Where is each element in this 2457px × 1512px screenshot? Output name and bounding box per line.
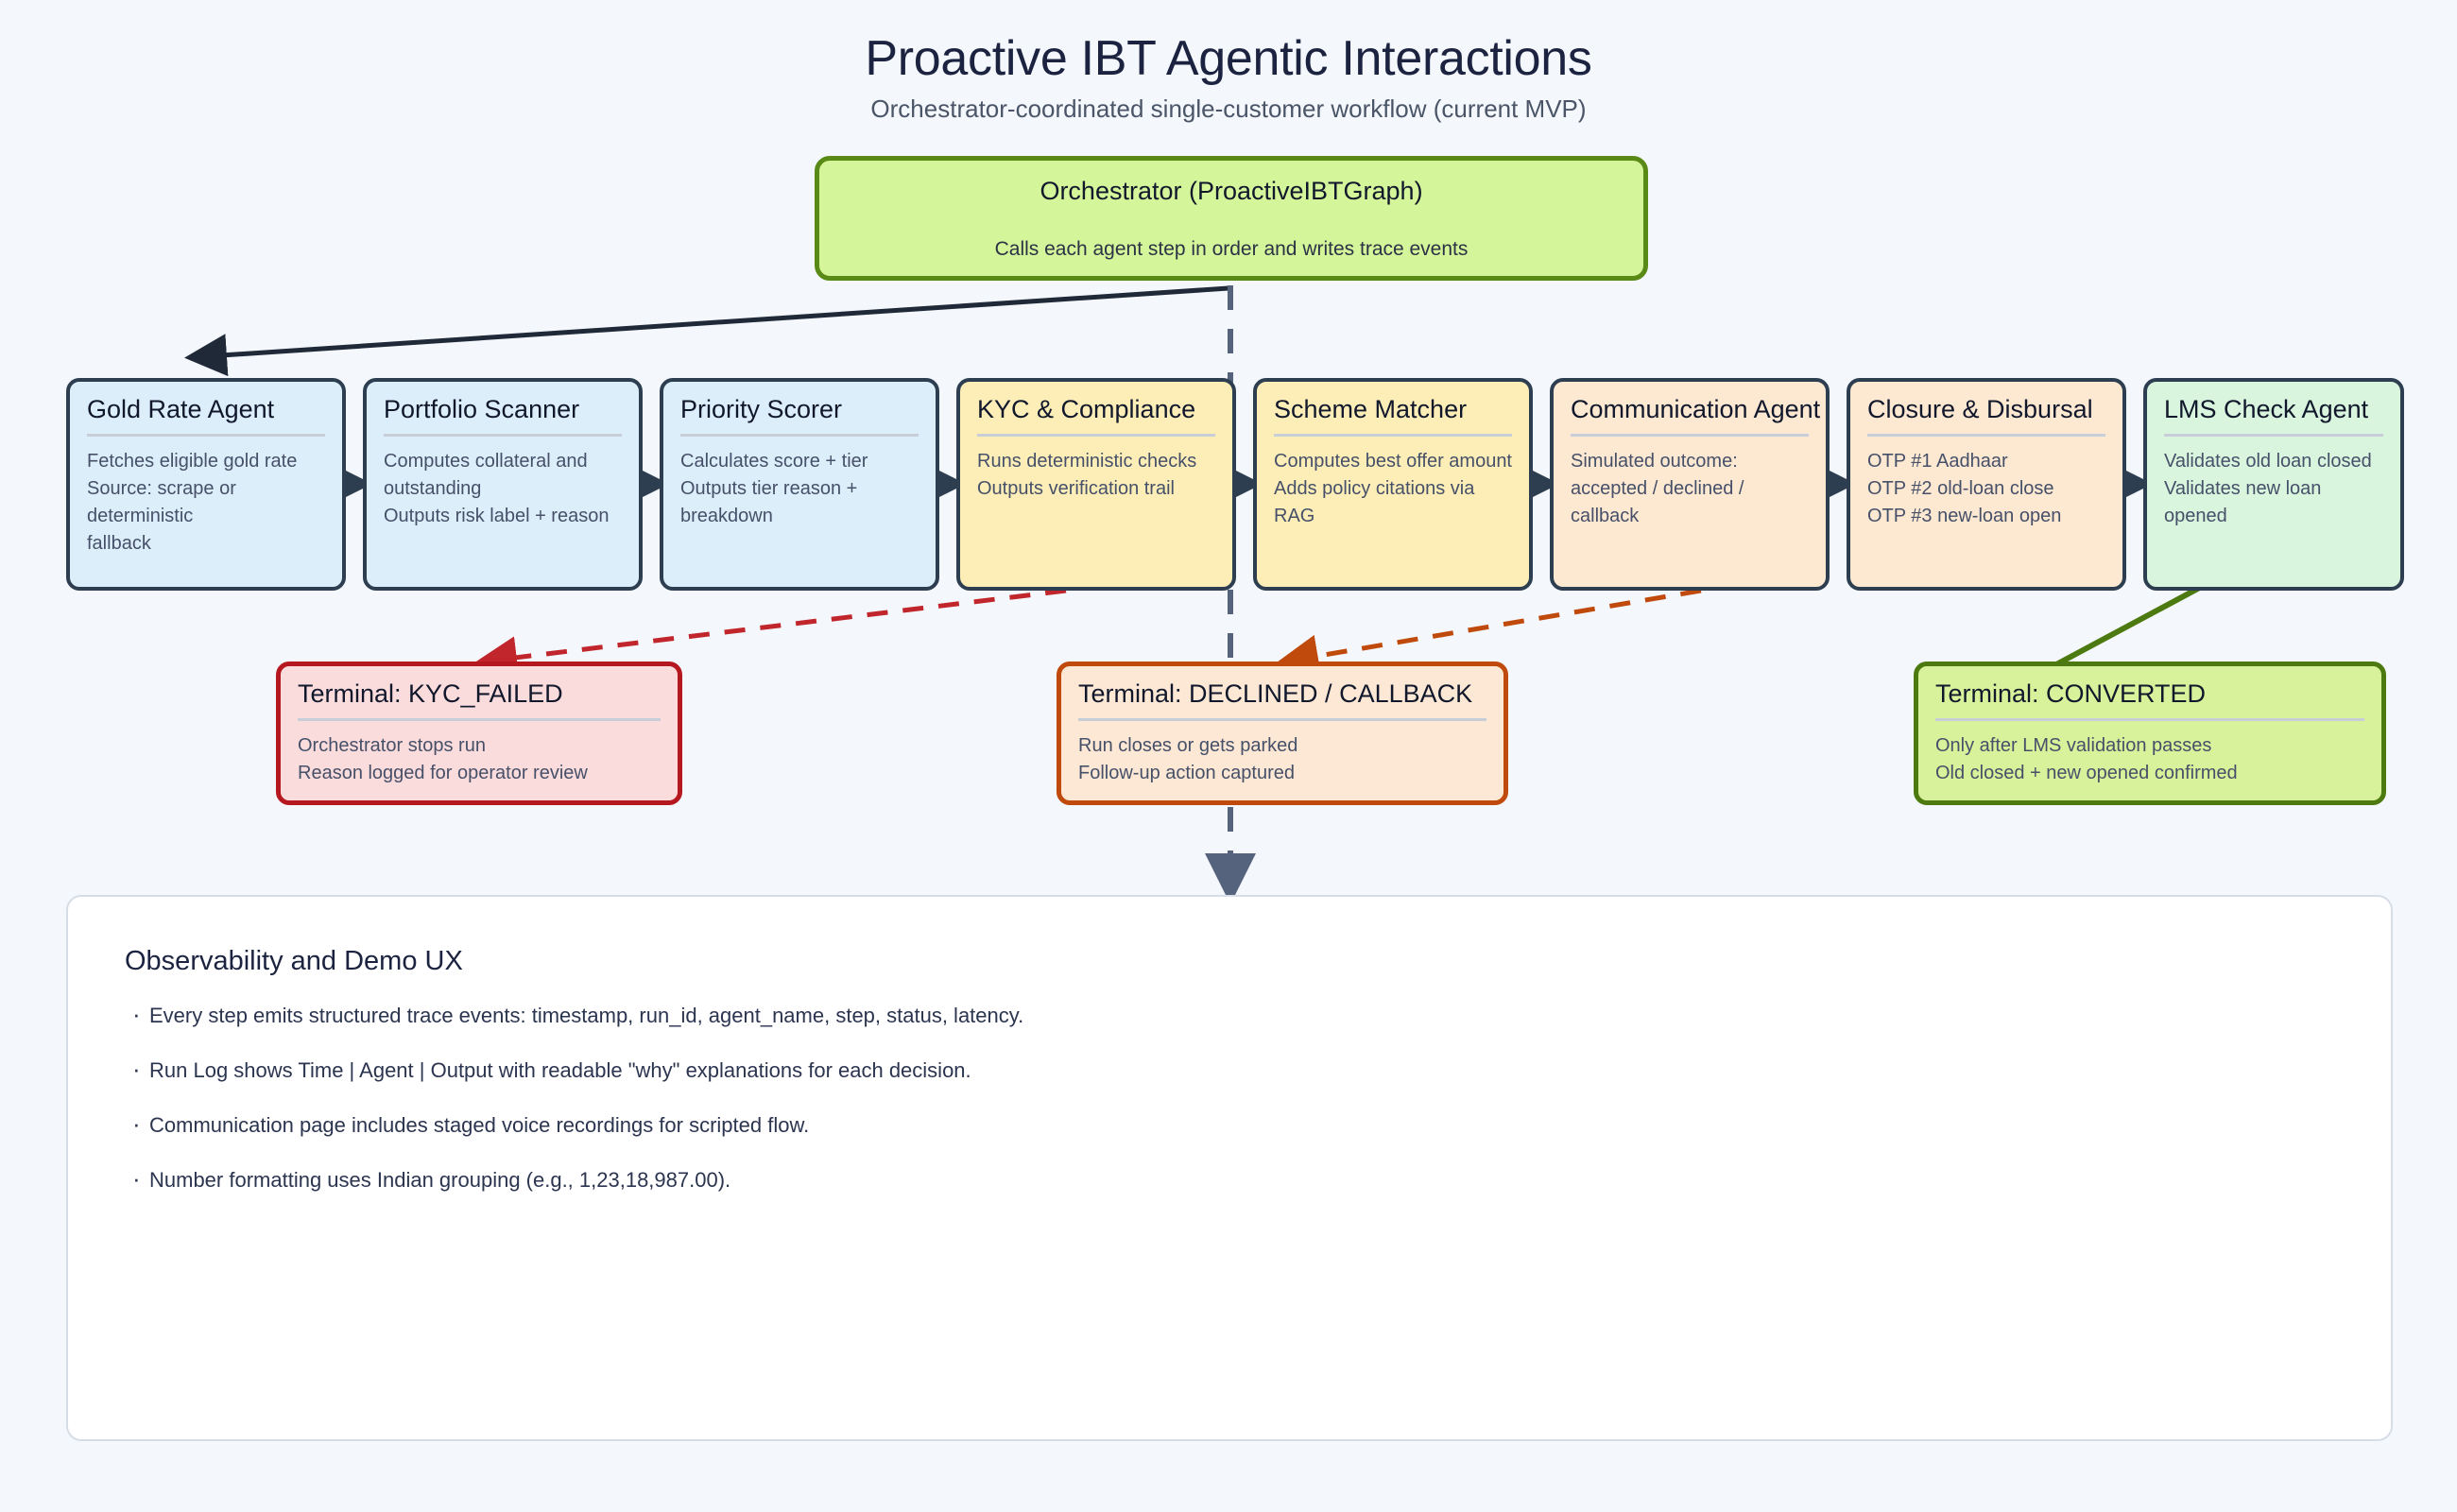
agent-line: Source: scrape or deterministic — [87, 477, 236, 526]
agent-line: Fetches eligible gold rate — [87, 450, 298, 472]
agent-line: Calculates score + tier — [680, 450, 868, 472]
agent-line: Validates new loan opened — [2164, 477, 2322, 526]
terminal-lines: Only after LMS validation passes Old clo… — [1935, 732, 2364, 787]
agent-line: OTP #1 Aadhaar — [1867, 450, 2008, 472]
agent-line: Adds policy citations via RAG — [1274, 477, 1475, 526]
orchestrator-title: Orchestrator (ProactiveIBTGraph) — [1040, 176, 1423, 205]
agent-node-closure-and-disbursal[interactable]: Closure & Disbursal OTP #1 Aadhaar OTP #… — [1847, 378, 2126, 591]
observability-bullet: Every step emits structured trace events… — [125, 1002, 2334, 1026]
agent-title: LMS Check Agent — [2164, 395, 2383, 437]
agent-line: Outputs verification trail — [977, 477, 1175, 499]
agent-line: outstanding — [384, 477, 482, 499]
terminal-node-kyc-failed[interactable]: Terminal: KYC_FAILED Orchestrator stops … — [276, 662, 682, 805]
agent-lines: Validates old loan closed Validates new … — [2164, 448, 2383, 530]
edge-orchestrator-to-gold-rate — [184, 285, 1229, 377]
agent-node-gold-rate-agent[interactable]: Gold Rate Agent Fetches eligible gold ra… — [66, 378, 346, 591]
agent-lines: Fetches eligible gold rate Source: scrap… — [87, 448, 325, 558]
terminal-line: Run closes or gets parked — [1078, 734, 1298, 756]
agent-title: Portfolio Scanner — [384, 395, 622, 437]
agent-title: KYC & Compliance — [977, 395, 1215, 437]
terminal-lines: Run closes or gets parked Follow-up acti… — [1078, 732, 1486, 787]
terminal-line: Only after LMS validation passes — [1935, 734, 2212, 756]
agent-line: OTP #2 old-loan close — [1867, 477, 2054, 499]
agent-line: fallback — [87, 532, 151, 554]
observability-panel: Observability and Demo UX Every step emi… — [66, 895, 2393, 1441]
observability-bullet: Communication page includes staged voice… — [125, 1111, 2334, 1136]
orchestrator-node[interactable]: Orchestrator (ProactiveIBTGraph) Calls e… — [815, 156, 1648, 281]
agent-line: Runs deterministic checks — [977, 450, 1197, 472]
agent-line: Computes collateral and — [384, 450, 588, 472]
agent-lines: OTP #1 Aadhaar OTP #2 old-loan close OTP… — [1867, 448, 2105, 530]
agent-lines: Computes best offer amount Adds policy c… — [1274, 448, 1512, 530]
terminal-line: Orchestrator stops run — [298, 734, 486, 756]
agent-line: breakdown — [680, 505, 773, 526]
terminal-title: Terminal: DECLINED / CALLBACK — [1078, 679, 1486, 721]
observability-bullet: Run Log shows Time | Agent | Output with… — [125, 1057, 2334, 1081]
page-subtitle: Orchestrator-coordinated single-customer… — [870, 94, 1587, 123]
agent-line: Simulated outcome: — [1571, 450, 1738, 472]
agent-line: Outputs tier reason + — [680, 477, 858, 499]
agent-line: Computes best offer amount — [1274, 450, 1512, 472]
agent-lines: Calculates score + tier Outputs tier rea… — [680, 448, 919, 530]
edge-communication-to-declined — [1276, 588, 1702, 678]
observability-title: Observability and Demo UX — [125, 946, 463, 976]
agent-title: Closure & Disbursal — [1867, 395, 2105, 437]
agent-title: Communication Agent — [1571, 395, 1820, 437]
observability-bullet-list: Every step emits structured trace events… — [125, 1002, 2334, 1191]
agent-lines: Runs deterministic checks Outputs verifi… — [977, 448, 1215, 503]
agent-node-priority-scorer[interactable]: Priority Scorer Calculates score + tier … — [660, 378, 939, 591]
agent-line: OTP #3 new-loan open — [1867, 505, 2062, 526]
terminal-line: Reason logged for operator review — [298, 762, 588, 783]
observability-bullet: Number formatting uses Indian grouping (… — [125, 1166, 2334, 1191]
agent-node-kyc-and-compliance[interactable]: KYC & Compliance Runs deterministic chec… — [956, 378, 1236, 591]
agent-line: Validates old loan closed — [2164, 450, 2372, 472]
agent-node-portfolio-scanner[interactable]: Portfolio Scanner Computes collateral an… — [363, 378, 643, 591]
agent-line: accepted / declined / callback — [1571, 477, 1744, 526]
agent-title: Scheme Matcher — [1274, 395, 1512, 437]
terminal-line: Follow-up action captured — [1078, 762, 1296, 783]
agent-line: Outputs risk label + reason — [384, 505, 610, 526]
orchestrator-subtitle: Calls each agent step in order and write… — [994, 237, 1469, 260]
page-title: Proactive IBT Agentic Interactions — [865, 31, 1592, 86]
terminal-lines: Orchestrator stops run Reason logged for… — [298, 732, 661, 787]
agent-title: Priority Scorer — [680, 395, 919, 437]
agent-title: Gold Rate Agent — [87, 395, 325, 437]
terminal-title: Terminal: CONVERTED — [1935, 679, 2364, 721]
agent-node-communication-agent[interactable]: Communication Agent Simulated outcome: a… — [1550, 378, 1830, 591]
terminal-title: Terminal: KYC_FAILED — [298, 679, 661, 721]
agent-node-lms-check-agent[interactable]: LMS Check Agent Validates old loan close… — [2143, 378, 2404, 591]
agent-lines: Computes collateral and outstanding Outp… — [384, 448, 622, 530]
agent-node-scheme-matcher[interactable]: Scheme Matcher Computes best offer amoun… — [1253, 378, 1533, 591]
terminal-line: Old closed + new opened confirmed — [1935, 762, 2238, 783]
terminal-node-declined-callback[interactable]: Terminal: DECLINED / CALLBACK Run closes… — [1057, 662, 1508, 805]
agent-lines: Simulated outcome: accepted / declined /… — [1571, 448, 1809, 530]
edge-kyc-to-kyc-failed — [474, 588, 1067, 679]
terminal-node-converted[interactable]: Terminal: CONVERTED Only after LMS valid… — [1914, 662, 2386, 805]
